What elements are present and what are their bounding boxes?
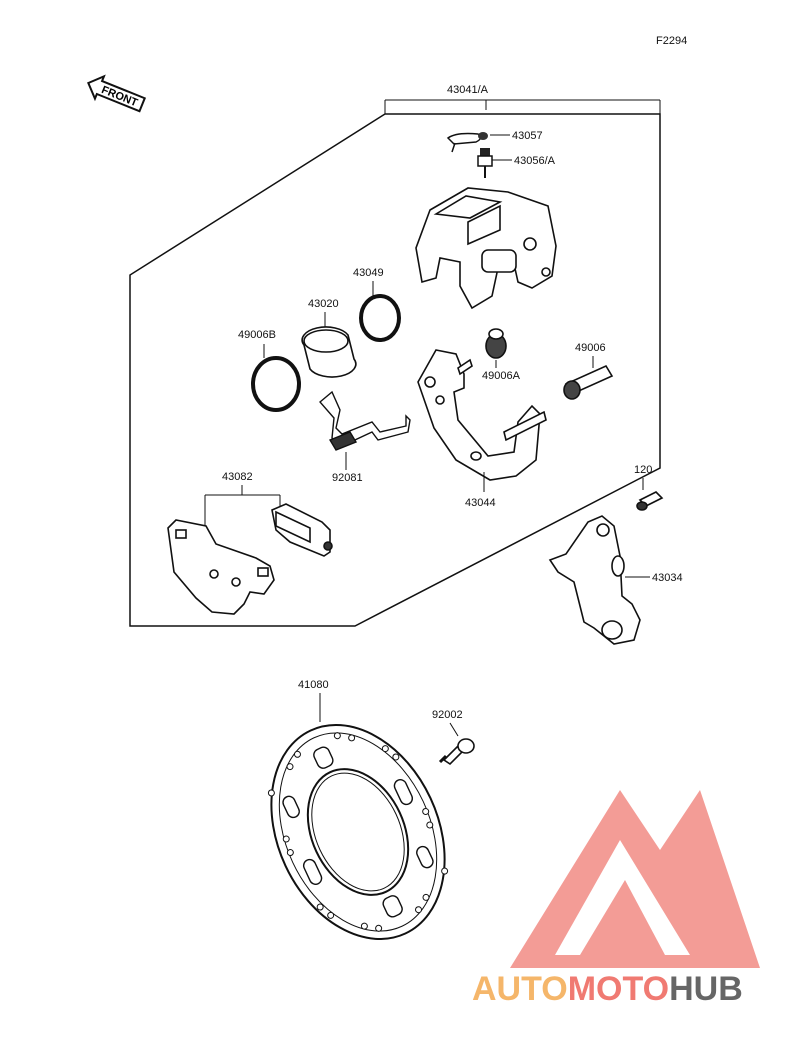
label-boot: 49006A [482,370,521,382]
caliper-holder-part [417,349,547,481]
piston-part [301,326,357,378]
disc-bolt-part [438,738,475,766]
watermark-text: AUTOMOTOHUB [472,970,743,1008]
bleeder-cap-part [446,132,510,153]
slide-pin-part [563,364,614,400]
label-bracket: 43034 [652,572,683,584]
label-seal-a: 43049 [353,267,384,279]
boot-part [485,328,507,368]
brake-pad-left-part [167,519,275,615]
watermark-auto: AUTO [472,970,568,1008]
watermark-logo [510,790,760,968]
pad-spring-part [319,390,411,451]
label-spring: 92081 [332,472,363,484]
label-seal-b: 49006B [238,329,276,341]
label-disc-bolt: 92002 [432,709,463,721]
label-bleeder-valve: 43056/A [514,155,556,167]
label-assembly: 43041/A [447,84,489,96]
label-bleeder-cap: 43057 [512,130,543,142]
label-pin: 49006 [575,342,606,354]
watermark-hub: HUB [669,970,743,1008]
bolt-120-part [636,491,664,511]
label-bolt-120: 120 [634,464,652,476]
dust-seal-part [251,356,301,412]
bleeder-valve-part [477,148,512,178]
caliper-body-part [415,187,557,310]
label-holder: 43044 [465,497,496,509]
label-piston: 43020 [308,298,339,310]
figure-code: F2294 [656,35,687,47]
seal-ring-part [359,294,401,342]
brake-disc-part [267,724,449,940]
front-arrow-icon: FRONT [87,74,147,113]
caliper-bracket-part [548,515,641,645]
label-pads: 43082 [222,471,253,483]
label-disc: 41080 [298,679,329,691]
watermark-moto: MOTO [568,970,669,1008]
brake-pad-right-part [271,503,333,557]
